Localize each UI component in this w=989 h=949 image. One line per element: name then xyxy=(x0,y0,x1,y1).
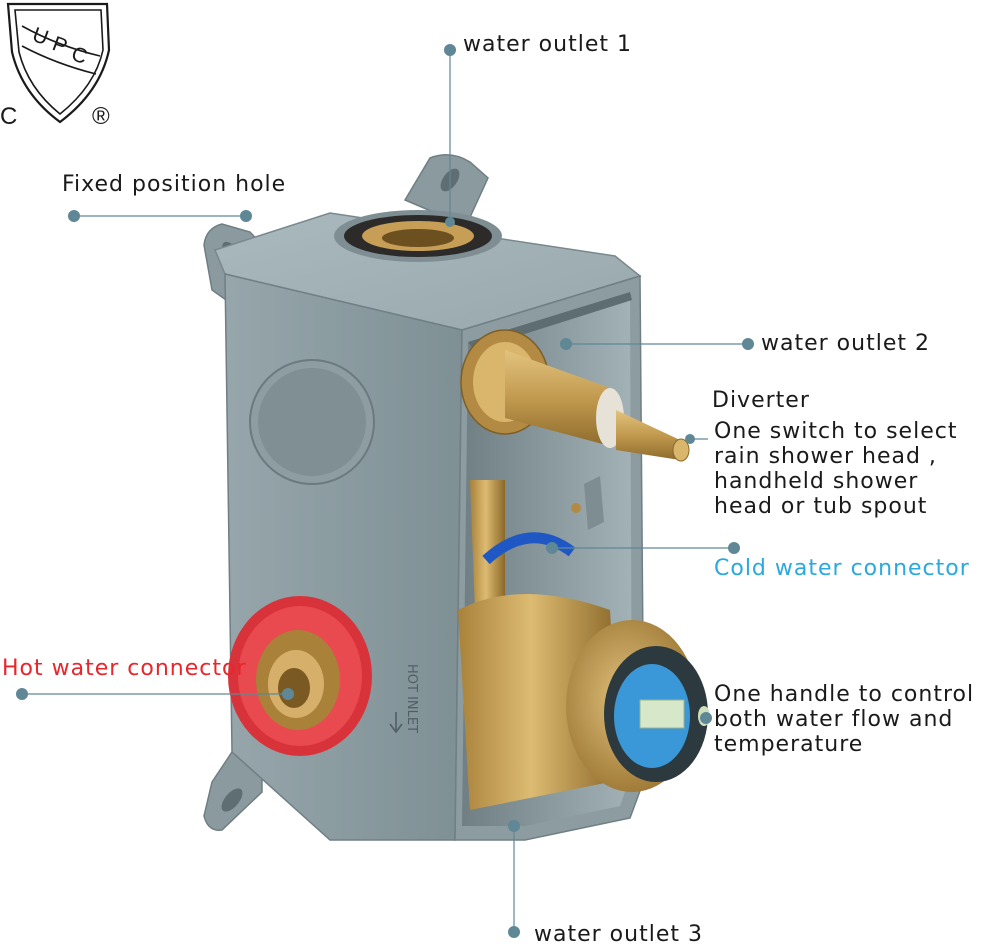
label-diverter-desc-line-4: head or tub spout xyxy=(714,494,928,519)
callout-leaders xyxy=(16,44,754,938)
leader-dot-outlet-2 xyxy=(742,338,754,350)
label-cold-water-connector: Cold water connector xyxy=(714,556,970,581)
leader-dot-outlet-1 xyxy=(444,44,456,56)
blanking-plug xyxy=(249,359,375,485)
upc-certification-shield-icon: U P C C ® xyxy=(0,2,111,130)
leader-dot-hot xyxy=(16,688,28,700)
cert-c-prefix: C xyxy=(0,103,17,130)
leader-dot-cold xyxy=(728,542,740,554)
label-fixed-position-hole: Fixed position hole xyxy=(62,172,287,197)
upc-letter-c: C xyxy=(68,42,90,69)
leader-dot-fixed-hole-target xyxy=(240,210,252,222)
label-diverter-desc-line-1: One switch to select xyxy=(714,419,958,444)
label-water-outlet-3: water outlet 3 xyxy=(534,922,703,947)
mixing-valve-box: HOT INLET xyxy=(203,154,710,841)
leader-dot-outlet-2-target xyxy=(560,338,572,350)
leader-dot-outlet-3-target xyxy=(508,820,520,832)
label-handle-desc-line-2: both water flow and xyxy=(714,707,954,732)
registered-mark: ® xyxy=(92,103,110,130)
upc-letter-u: U xyxy=(29,23,51,50)
hot-water-port xyxy=(228,596,372,756)
label-diverter-desc-line-2: rain shower head , xyxy=(714,444,937,469)
leader-dot-outlet-1-target xyxy=(445,217,455,227)
mounting-ear-bottom-left xyxy=(203,750,263,831)
leader-dot-handle xyxy=(700,712,712,724)
mixing-cartridge xyxy=(458,594,710,810)
leader-dot-cold-target xyxy=(546,542,558,554)
label-diverter-desc-line-3: handheld shower xyxy=(714,469,919,494)
diverter-cartridge xyxy=(460,329,690,610)
label-water-outlet-2: water outlet 2 xyxy=(761,331,930,356)
label-water-outlet-1: water outlet 1 xyxy=(463,32,632,57)
leader-dot-outlet-3 xyxy=(508,926,520,938)
label-handle-desc-line-3: temperature xyxy=(714,732,864,757)
leader-dot-fixed-hole xyxy=(68,210,80,222)
leader-dot-diverter xyxy=(685,434,695,444)
label-diverter-title: Diverter xyxy=(712,388,810,413)
label-handle-desc-line-1: One handle to control xyxy=(714,682,975,707)
top-outlet-port xyxy=(334,210,502,262)
leader-dot-hot-target xyxy=(282,688,294,700)
label-hot-water-connector: Hot water connector xyxy=(2,656,247,681)
housing-print-hot-inlet: HOT INLET xyxy=(404,664,419,733)
